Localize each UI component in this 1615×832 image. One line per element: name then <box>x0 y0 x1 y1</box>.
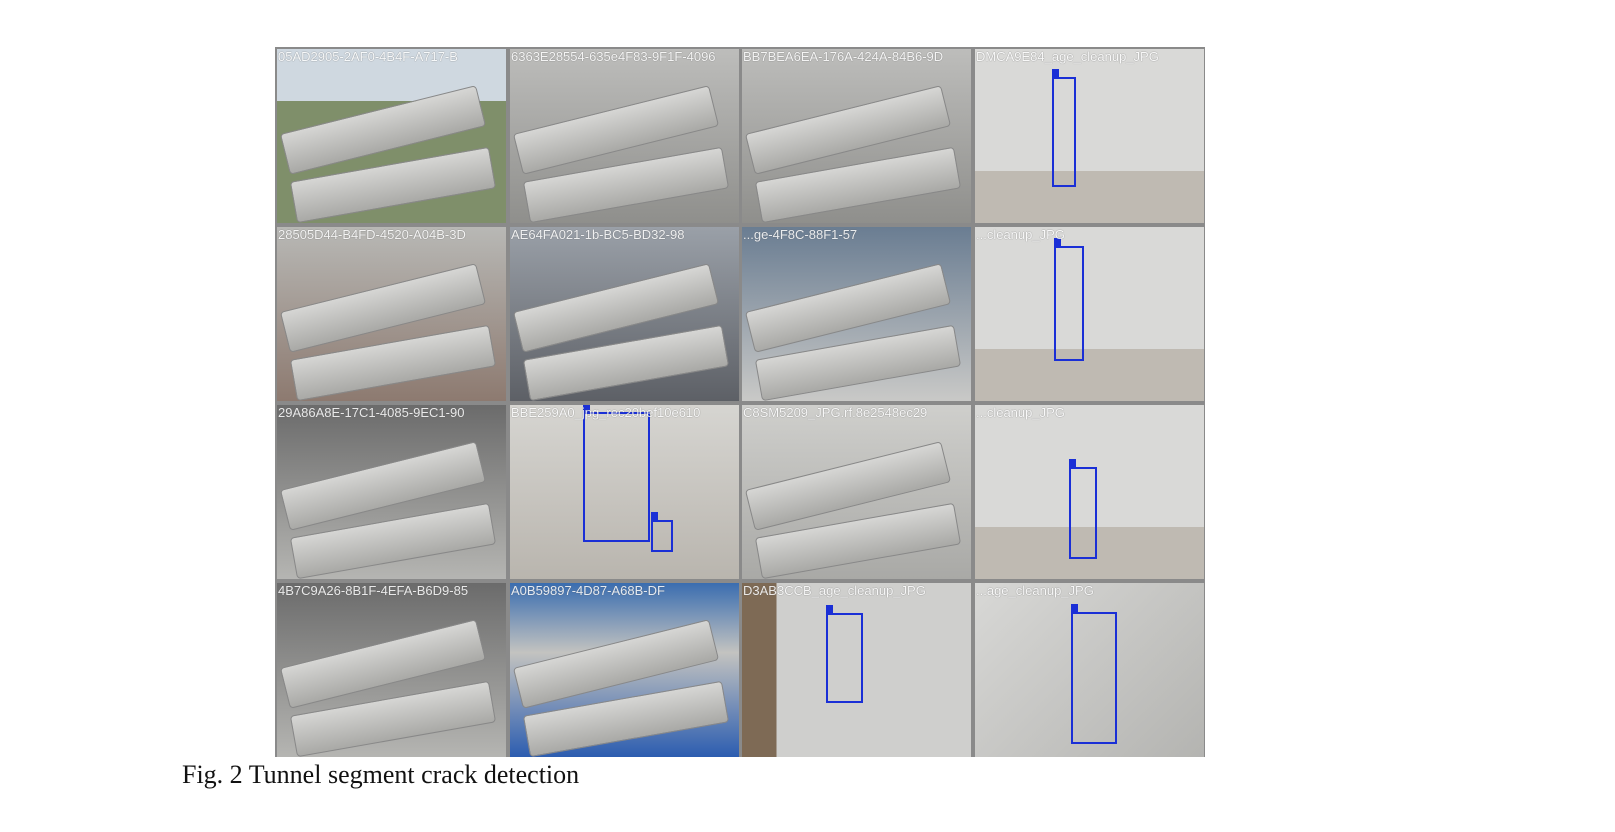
panel-filename-label: 6363E28554-635e4F83-9F1F-4096 <box>511 49 716 64</box>
crack-detection-box <box>826 605 863 703</box>
crack-detection-box <box>1054 238 1084 361</box>
figure-panel: BB7BEA6EA-176A-424A-84B6-9D <box>742 49 971 223</box>
figure-panel: C8SM5209_JPG.rf.8e2548ec29 <box>742 405 971 579</box>
panel-filename-label: 28505D44-B4FD-4520-A04B-3D <box>278 227 466 242</box>
figure-panel: D3AB3CCB_age_cleanup_JPG <box>742 583 971 757</box>
panel-photo <box>510 405 739 579</box>
panel-filename-label: 4B7C9A26-8B1F-4EFA-B6D9-85 <box>278 583 469 598</box>
crack-detection-box <box>583 405 650 542</box>
figure-panel: BBE259A0_jpg_rec20bef10e610 <box>510 405 739 579</box>
panel-filename-label: D3AB3CCB_age_cleanup_JPG <box>743 583 926 598</box>
crack-detection-box <box>1071 604 1117 744</box>
panel-filename-label: 29A86A8E-17C1-4085-9EC1-90 <box>278 405 465 420</box>
figure-panel: ...ge-4F8C-88F1-57 <box>742 227 971 401</box>
panel-filename-label: ...cleanup_JPG <box>976 227 1065 242</box>
detection-image-grid: 05AD2905-2AF0-4B4F-A717-B 6363E28554-635e… <box>275 47 1205 757</box>
panel-photo <box>975 405 1204 579</box>
detection-label-tag <box>826 605 833 613</box>
figure-panel: ...cleanup_JPG <box>975 227 1204 401</box>
panel-filename-label: BBE259A0_jpg_rec20bef10e610 <box>511 405 701 420</box>
panel-filename-label: AE64FA021-1b-BC5-BD32-98 <box>511 227 685 242</box>
panel-filename-label: ...ge-4F8C-88F1-57 <box>743 227 858 242</box>
crack-detection-box <box>1069 459 1097 559</box>
figure-panel: 6363E28554-635e4F83-9F1F-4096 <box>510 49 739 223</box>
detection-label-tag <box>1052 69 1059 77</box>
figure-panel: AE64FA021-1b-BC5-BD32-98 <box>510 227 739 401</box>
figure-panel: A0B59897-4D87-A68B-DF <box>510 583 739 757</box>
figure-caption: Fig. 2 Tunnel segment crack detection <box>182 760 580 789</box>
detection-label-tag <box>1069 459 1076 467</box>
detection-label-tag <box>1071 604 1078 612</box>
crack-detection-box <box>651 512 673 552</box>
panel-filename-label: 05AD2905-2AF0-4B4F-A717-B <box>278 49 458 64</box>
crack-detection-box <box>1052 69 1076 187</box>
detection-label-tag <box>583 405 590 412</box>
figure-panel: ...cleanup_JPG <box>975 405 1204 579</box>
figure-panel: 05AD2905-2AF0-4B4F-A717-B <box>277 49 506 223</box>
figure-panel: 4B7C9A26-8B1F-4EFA-B6D9-85 <box>277 583 506 757</box>
figure-panel: ...age_cleanup_JPG <box>975 583 1204 757</box>
figure-panel: 28505D44-B4FD-4520-A04B-3D <box>277 227 506 401</box>
panel-photo <box>742 583 971 757</box>
detection-label-tag <box>1054 238 1061 246</box>
figure-panel: 29A86A8E-17C1-4085-9EC1-90 <box>277 405 506 579</box>
panel-filename-label: ...age_cleanup_JPG <box>976 583 1094 598</box>
panel-filename-label: ...cleanup_JPG <box>976 405 1065 420</box>
panel-filename-label: DMCA9E84_age_cleanup_JPG <box>976 49 1159 64</box>
panel-photo <box>975 49 1204 223</box>
panel-filename-label: C8SM5209_JPG.rf.8e2548ec29 <box>743 405 928 420</box>
panel-filename-label: A0B59897-4D87-A68B-DF <box>511 583 665 598</box>
panel-filename-label: BB7BEA6EA-176A-424A-84B6-9D <box>743 49 944 64</box>
detection-label-tag <box>651 512 658 520</box>
panel-photo <box>975 227 1204 401</box>
figure-panel: DMCA9E84_age_cleanup_JPG <box>975 49 1204 223</box>
